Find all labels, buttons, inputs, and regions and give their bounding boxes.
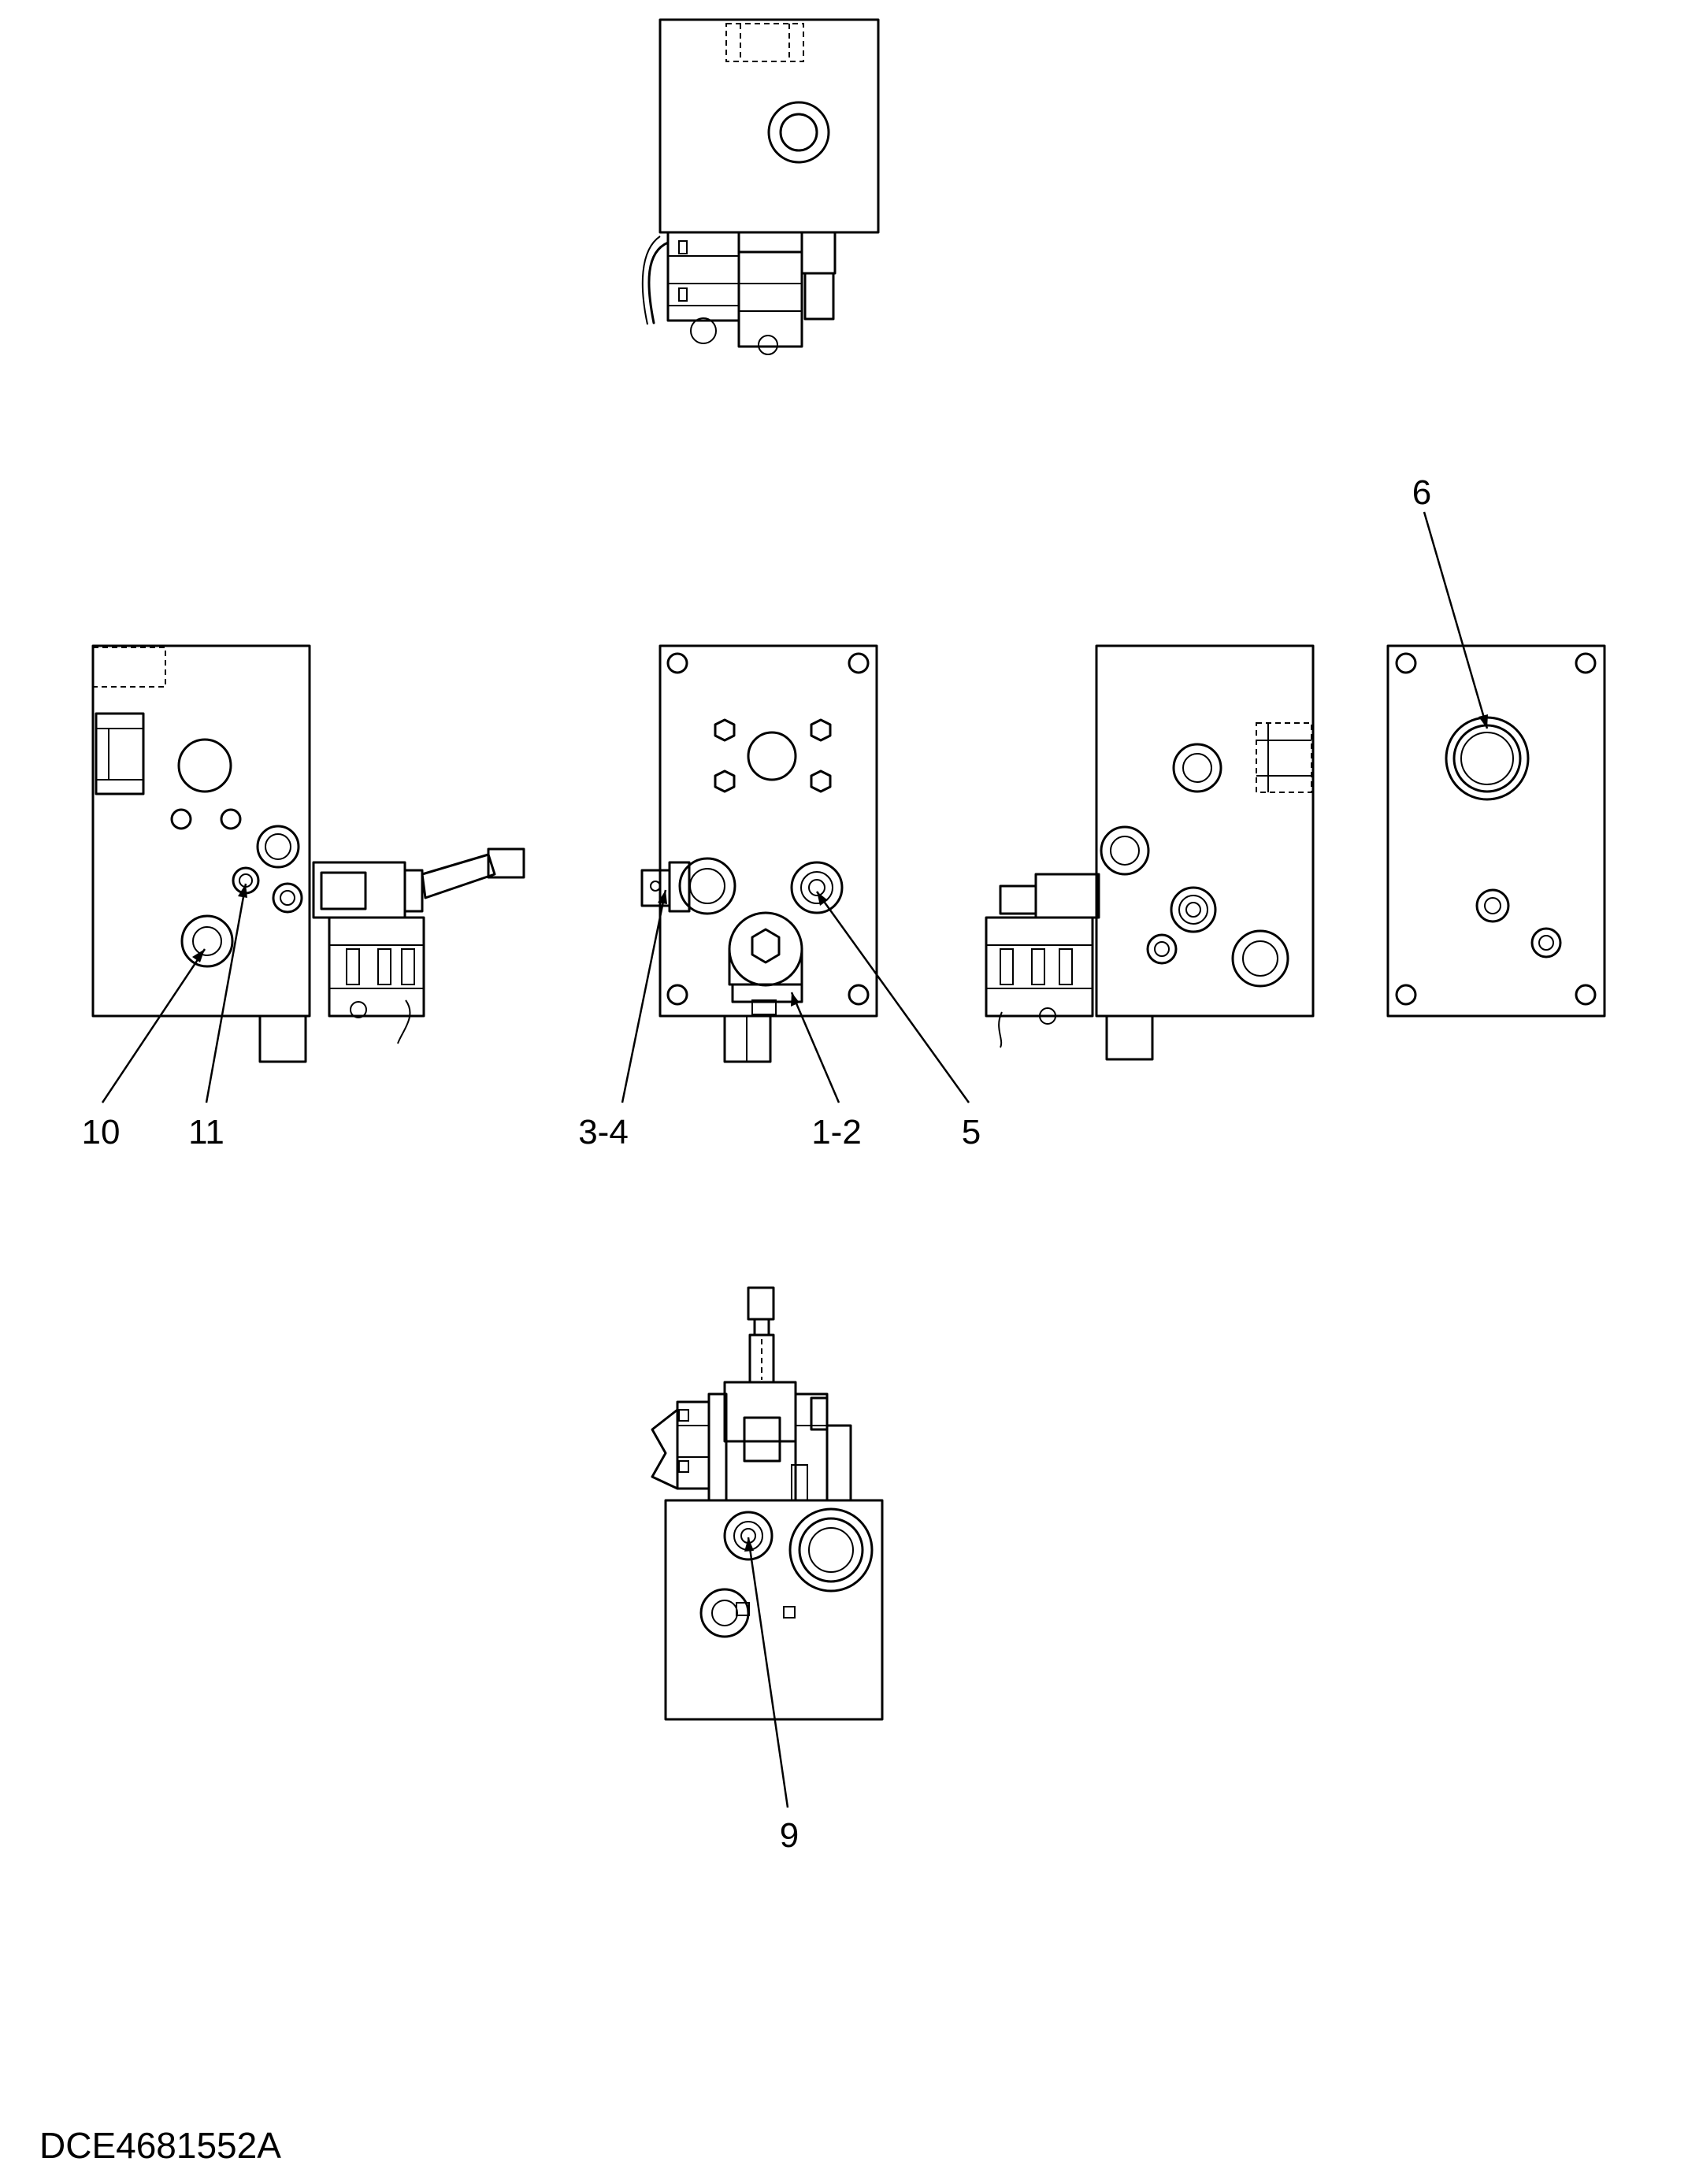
- arrowhead-11: [238, 884, 247, 898]
- leader-9: [747, 1537, 789, 1808]
- arrowhead-10: [192, 949, 205, 962]
- callout-10: 10: [82, 1113, 121, 1151]
- leader-lines: [101, 511, 1489, 1808]
- callout-9: 9: [780, 1816, 799, 1855]
- leader-5: [815, 891, 970, 1103]
- leader-10: [101, 948, 206, 1103]
- callout-6: 6: [1412, 473, 1431, 512]
- top-view: [641, 18, 880, 355]
- leader-6: [1423, 511, 1489, 729]
- arrowhead-9: [744, 1537, 754, 1552]
- leader-3-4: [621, 889, 667, 1103]
- arrowhead-5: [817, 892, 828, 906]
- callout-11: 11: [188, 1113, 224, 1151]
- left-side-view: [91, 644, 525, 1063]
- leader-11: [205, 883, 247, 1103]
- bottom-view: [651, 1286, 884, 1721]
- callout-5: 5: [962, 1113, 981, 1151]
- callout-3-4: 3-4: [578, 1113, 629, 1151]
- rear-view: [1386, 644, 1606, 1018]
- callout-1-2: 1-2: [811, 1113, 862, 1151]
- leader-1-2: [790, 992, 840, 1103]
- arrowhead-1-2: [791, 992, 799, 1007]
- right-side-view: [985, 644, 1315, 1061]
- arrowhead-3-4: [658, 890, 667, 904]
- front-view: [640, 644, 878, 1063]
- drawing-code: DCE4681552A: [39, 2125, 281, 2166]
- arrowhead-6: [1478, 714, 1488, 729]
